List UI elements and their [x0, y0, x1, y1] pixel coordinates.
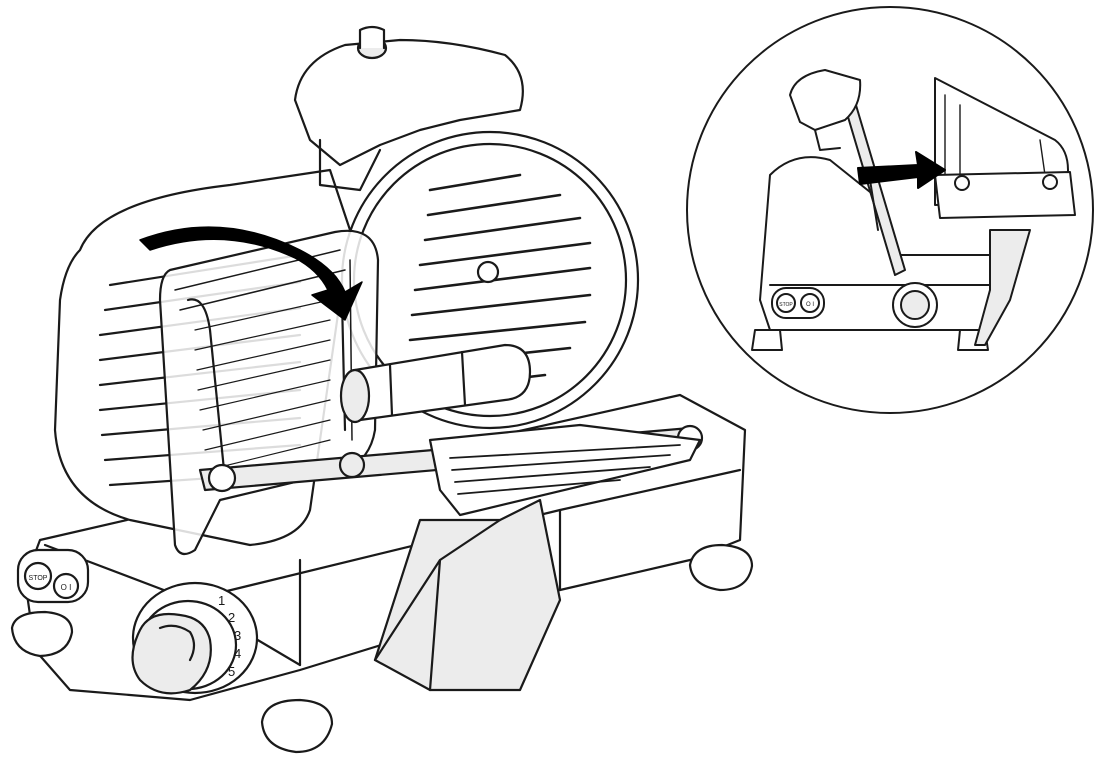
start-button[interactable]	[52, 572, 80, 600]
detail-screw-right[interactable]	[1042, 174, 1058, 190]
detail-removal-arrow	[857, 151, 946, 189]
food-pusher-handle[interactable]	[339, 343, 532, 424]
detail-start-label: O I	[806, 302, 814, 308]
detail-stop-button[interactable]	[776, 293, 796, 313]
start-label: O I	[61, 583, 72, 592]
guard-screw-right[interactable]	[338, 451, 366, 479]
foot-rear-right	[688, 543, 754, 592]
dial-mark-3: 3	[234, 628, 241, 643]
stop-button[interactable]	[23, 561, 53, 591]
dial-mark-5: 5	[228, 664, 235, 679]
detail-start-button[interactable]	[800, 293, 820, 313]
removal-arrow	[139, 226, 363, 321]
detail-guard-rail	[934, 171, 1076, 219]
detail-sharpener	[789, 69, 862, 131]
detail-carriage-leg	[974, 229, 1031, 346]
tray-ridges	[449, 444, 681, 495]
dial-mark-4: 4	[234, 646, 241, 661]
detail-stop-label: STOP	[779, 302, 793, 308]
carriage-support	[373, 498, 562, 692]
detail-foot-left	[751, 329, 783, 351]
blade-hub	[476, 260, 500, 284]
detail-view: STOP O I	[686, 6, 1094, 414]
dial-mark-2: 2	[228, 610, 235, 625]
main-slicer-view: STOP O I 1 2 3 4 5	[10, 25, 754, 754]
foot-front-left	[10, 610, 74, 658]
thickness-dial[interactable]: 1 2 3 4 5	[131, 581, 259, 695]
sharpener-housing	[293, 38, 524, 167]
stop-label: STOP	[29, 575, 48, 582]
dial-mark-1: 1	[218, 593, 225, 608]
foot-front-center	[260, 698, 334, 754]
detail-screw-left[interactable]	[954, 175, 970, 191]
